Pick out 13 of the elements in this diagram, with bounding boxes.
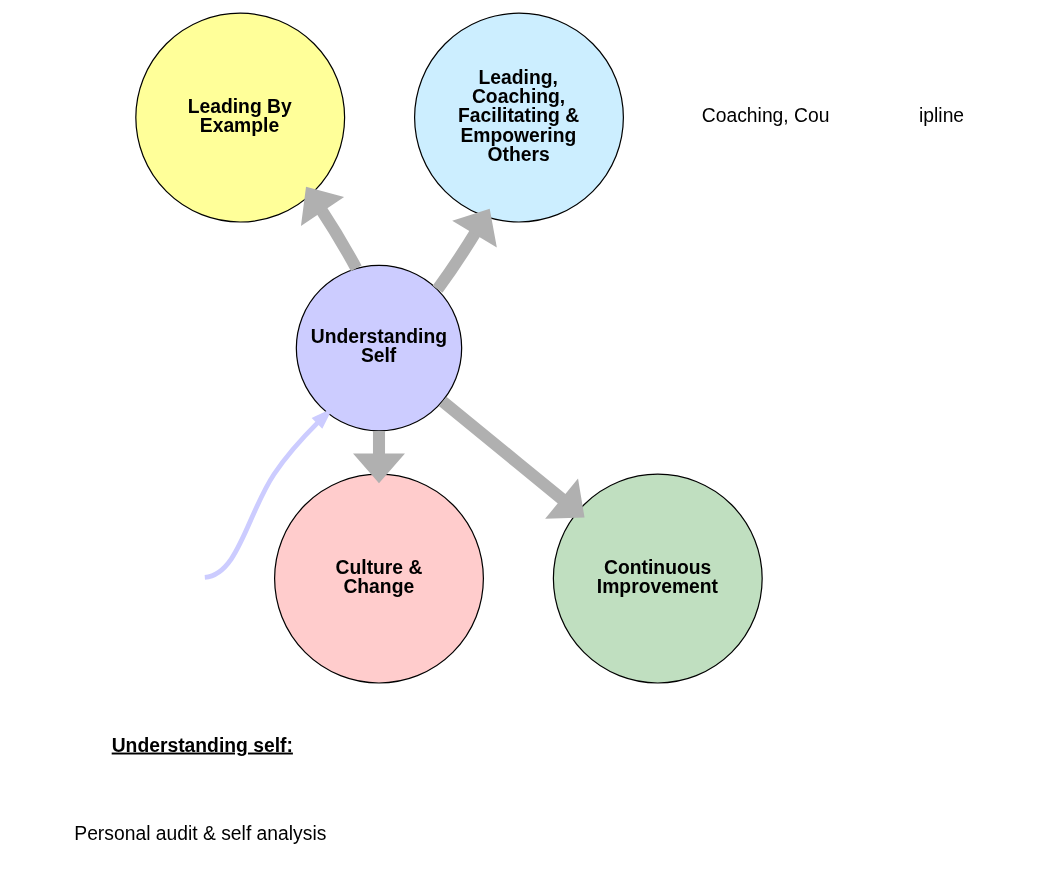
arrow — [432, 208, 497, 293]
label: Personal audit & self analysis — [74, 822, 327, 844]
arrow — [204, 408, 333, 580]
arrow — [300, 186, 362, 272]
node-circle: Continuous Improvement — [552, 473, 763, 684]
label: Coaching, Cou — [701, 105, 830, 127]
arrow — [353, 431, 405, 484]
node-circle: Leading By Example — [135, 12, 346, 223]
arrow — [438, 396, 585, 519]
node-circle: Culture & Change — [274, 473, 484, 684]
label: Understanding self: — [111, 734, 293, 756]
label: ipline — [919, 105, 965, 127]
node-circle: Leading, Coaching, Facilitating & Empowering Others — [414, 12, 624, 223]
